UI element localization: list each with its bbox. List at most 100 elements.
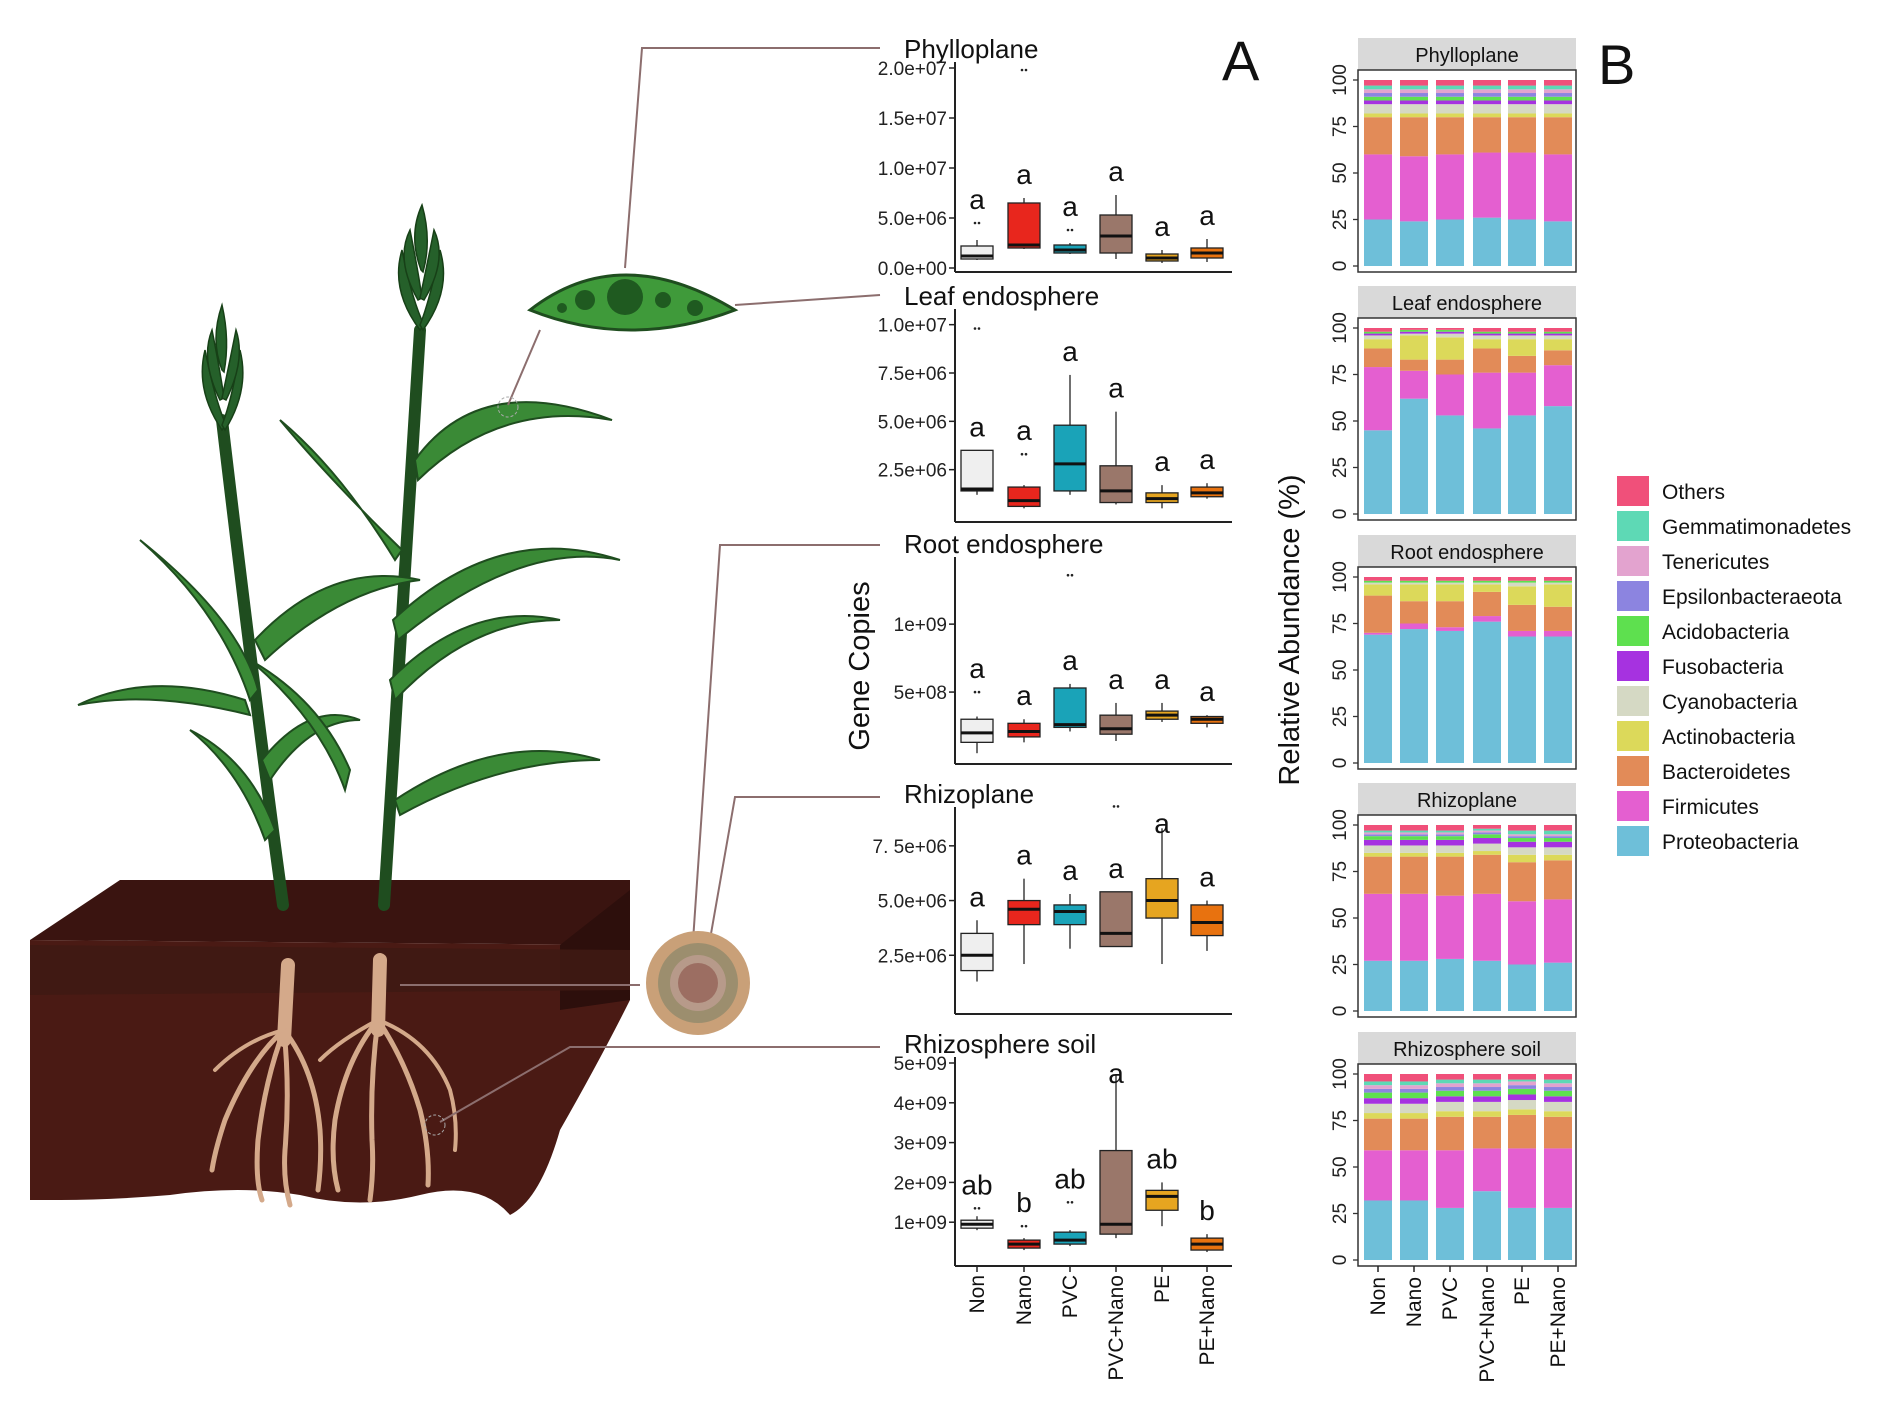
legend-swatch-actinobacteria: [1617, 721, 1649, 751]
bar-segment-nano-cyanobacteria: [1400, 582, 1428, 585]
bar-segment-pvc-firmicutes: [1436, 895, 1464, 959]
bar-segment-pvc-tenericutes: [1436, 89, 1464, 94]
bar-segment-pvc-acidobacteria: [1436, 329, 1464, 332]
bar-segment-non-bacteroidetes: [1364, 595, 1392, 633]
bar-segment-pvc-actinobacteria: [1436, 852, 1464, 857]
facet-strip: [1358, 1032, 1576, 1064]
box-pe-nano: [1190, 904, 1224, 937]
bar-segment-pvc-bacteroidetes: [1436, 117, 1464, 155]
bar-segment-pvc-nano-cyanobacteria: [1473, 104, 1501, 114]
bar-segment-pvc-cyanobacteria: [1436, 582, 1464, 585]
y-tick-label: 2.5e+06: [878, 461, 947, 482]
bar-segment-pe-nano-acidobacteria: [1544, 838, 1572, 842]
significance-letter-pe: a: [1154, 446, 1170, 477]
significance-letter-pvc-nano: a: [1108, 664, 1124, 695]
bar-segment-pe-cyanobacteria: [1508, 582, 1536, 587]
y-tick-label: 25: [1330, 209, 1351, 230]
bar-segment-pe-nano-bacteroidetes: [1544, 350, 1572, 366]
bar-segment-pvc-fusobacteria: [1436, 1096, 1464, 1102]
bar-segment-pvc-nano-gemmatimonadetes: [1473, 85, 1501, 90]
bar-segment-pe-nano-actinobacteria: [1544, 339, 1572, 351]
panel-letter-a: A: [1222, 29, 1260, 92]
bar-segment-pe-nano-bacteroidetes: [1544, 860, 1572, 900]
y-tick-label: 75: [1330, 1110, 1351, 1131]
legend-label-gemmatimonadetes: Gemmatimonadetes: [1662, 516, 1851, 539]
bar-segment-non-actinobacteria: [1364, 339, 1392, 349]
bar-segment-pvc-nano-others: [1473, 825, 1501, 829]
outlier-point: [1066, 573, 1070, 577]
bar-segment-pvc-nano-bacteroidetes: [1473, 117, 1501, 153]
bar-segment-non-proteobacteria: [1364, 634, 1392, 763]
bar-segment-non-cyanobacteria: [1364, 582, 1392, 585]
significance-letter-nano: b: [1016, 1187, 1032, 1218]
outlier-point: [973, 1206, 977, 1210]
bar-segment-pvc-others: [1436, 825, 1464, 831]
bar-segment-pvc-fusobacteria: [1436, 100, 1464, 105]
bar-segment-pvc-tenericutes: [1436, 1083, 1464, 1088]
x-label-pe: PE: [1151, 1275, 1174, 1303]
panel-letter-b: B: [1598, 33, 1635, 96]
bar-segment-pe-nano-firmicutes: [1544, 365, 1572, 407]
bar-segment-pvc-nano-proteobacteria: [1473, 1191, 1501, 1260]
bar-segment-pvc-nano-acidobacteria: [1473, 580, 1501, 583]
panel-title: Leaf endosphere: [904, 281, 1099, 311]
y-tick-label: 25: [1330, 706, 1351, 727]
significance-letter-pvc-nano: a: [1108, 853, 1124, 884]
bar-segment-nano-bacteroidetes: [1400, 117, 1428, 157]
bar-segment-non-fusobacteria: [1364, 333, 1392, 336]
bar-segment-non-proteobacteria: [1364, 219, 1392, 266]
y-tick-label: 25: [1330, 954, 1351, 975]
y-tick-label: 75: [1330, 613, 1351, 634]
bar-segment-pvc-nano-acidobacteria: [1473, 1090, 1501, 1097]
legend-swatch-tenericutes: [1617, 546, 1649, 576]
significance-letter-pe: a: [1154, 211, 1170, 242]
bar-segment-nano-fusobacteria: [1400, 331, 1428, 334]
bar-segment-non-acidobacteria: [1364, 1092, 1392, 1099]
bar-segment-nano-epsilonbacteraeota: [1400, 1088, 1428, 1093]
box-non: [960, 449, 994, 492]
significance-letter-pe: a: [1154, 664, 1170, 695]
box-pvc: [1053, 904, 1087, 926]
plot-frame: [1357, 1063, 1577, 1267]
significance-letter-pe: ab: [1146, 1143, 1177, 1174]
bar-segment-nano-bacteroidetes: [1400, 1118, 1428, 1151]
outlier-point: [1020, 452, 1024, 456]
bar-segment-pvc-gemmatimonadetes: [1436, 1079, 1464, 1084]
significance-letter-pvc: a: [1062, 336, 1078, 367]
bar-segment-pvc-nano-actinobacteria: [1473, 851, 1501, 855]
bar-segment-pvc-nano-epsilonbacteraeota: [1473, 93, 1501, 97]
bar-segment-non-acidobacteria: [1364, 331, 1392, 334]
bar-segment-non-firmicutes: [1364, 1150, 1392, 1201]
bar-segment-pe-acidobacteria: [1508, 580, 1536, 583]
plot-frame: [1357, 69, 1577, 273]
y-tick-label: 2e+09: [894, 1173, 947, 1194]
connector-lines: [400, 47, 881, 1123]
y-tick-label: 5.0e+06: [878, 892, 947, 913]
bar-segment-nano-others: [1400, 328, 1428, 330]
bar-segment-pvc-nano-cyanobacteria: [1473, 582, 1501, 585]
bar-segment-pvc-nano-epsilonbacteraeota: [1473, 1087, 1501, 1091]
bar-segment-pvc-proteobacteria: [1436, 958, 1464, 1011]
bar-segment-pvc-actinobacteria: [1436, 113, 1464, 118]
significance-letter-nano: a: [1016, 680, 1032, 711]
bar-segment-pe-proteobacteria: [1508, 636, 1536, 763]
bar-segment-pe-nano-cyanobacteria: [1544, 847, 1572, 855]
outlier-point: [973, 690, 977, 694]
significance-letter-non: ab: [961, 1169, 992, 1200]
bar-segment-non-acidobacteria: [1364, 96, 1392, 101]
x-label-nano: Nano: [1013, 1275, 1036, 1325]
y-tick-label: 5e+09: [894, 1054, 947, 1075]
bar-segment-nano-proteobacteria: [1400, 960, 1428, 1011]
bar-segment-pvc-nano-cyanobacteria: [1473, 1101, 1501, 1112]
bar-segment-pe-nano-cyanobacteria: [1544, 1101, 1572, 1112]
bar-segment-pe-nano-epsilonbacteraeota: [1544, 836, 1572, 839]
bar-segment-non-gemmatimonadetes: [1364, 830, 1392, 833]
significance-letter-pvc-nano: a: [1108, 156, 1124, 187]
y-tick-label: 0: [1330, 261, 1351, 272]
outlier-point: [1020, 68, 1024, 72]
bar-segment-pe-cyanobacteria: [1508, 335, 1536, 340]
bar-segment-pvc-bacteroidetes: [1436, 1116, 1464, 1151]
significance-letter-pvc: a: [1062, 645, 1078, 676]
bar-segment-non-firmicutes: [1364, 367, 1392, 431]
